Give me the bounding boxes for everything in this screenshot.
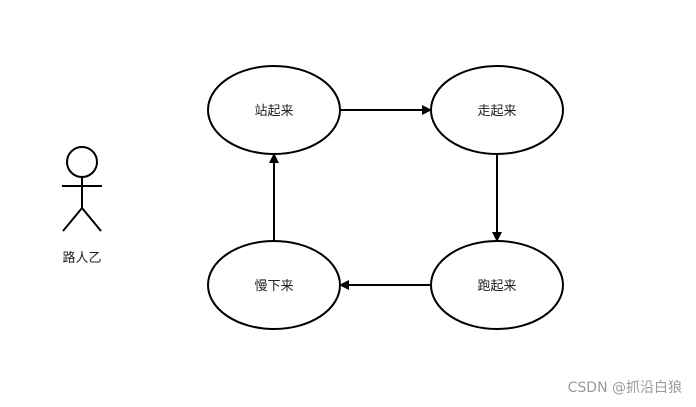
node-run: 跑起来 [430,240,564,330]
node-run-label: 跑起来 [477,279,516,294]
node-walk-label: 走起来 [477,104,516,119]
node-slow: 慢下来 [207,240,341,330]
node-stand: 站起来 [207,65,341,155]
edges-group [269,105,502,290]
nodes-group: 站起来 走起来 跑起来 慢下来 [207,65,564,330]
watermark-text: CSDN @抓沿白狼 [567,380,682,396]
node-stand-label: 站起来 [254,104,293,119]
node-slow-label: 慢下来 [254,278,293,294]
actor-stick-figure-icon [62,146,102,232]
node-walk: 走起来 [430,65,564,155]
actor-label: 路人乙 [62,250,101,266]
